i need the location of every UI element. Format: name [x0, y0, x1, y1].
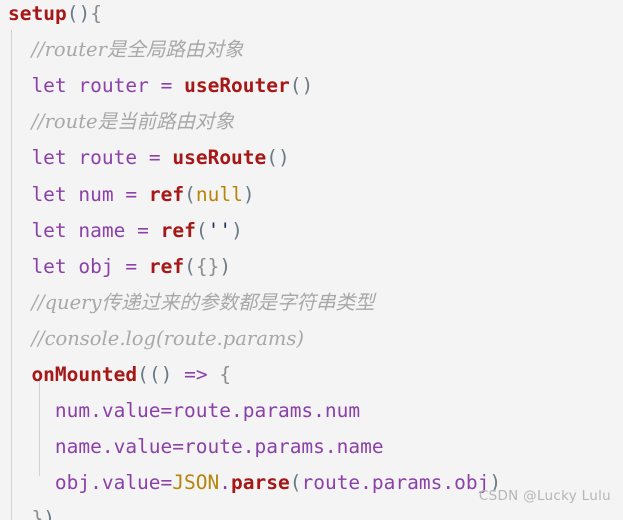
- token-ident: obj: [66, 254, 126, 278]
- token-op: =: [172, 435, 185, 459]
- token-paren: ): [43, 507, 55, 520]
- token-ident: [137, 255, 149, 278]
- token-ident: num: [66, 182, 126, 206]
- code-line: //query传递过来的参数都是字符串类型: [0, 285, 623, 321]
- code-line: let name = ref(''): [0, 213, 623, 249]
- token-paren: ): [78, 2, 91, 25]
- token-ident: route: [66, 146, 149, 170]
- code-line: //route是当前路由对象: [0, 104, 623, 140]
- token-ident: route.params.num: [172, 399, 361, 423]
- token-paren: ): [219, 254, 232, 278]
- token-brace: {: [219, 363, 232, 386]
- token-paren: (: [266, 146, 279, 170]
- token-paren: ): [489, 471, 502, 495]
- token-ident: route.params.obj: [301, 471, 490, 495]
- token-brace: {}: [195, 254, 220, 278]
- token-paren: ): [301, 74, 314, 98]
- indent-guide-level-2: [39, 372, 40, 476]
- token-ident: name.value: [54, 435, 173, 459]
- code-line: let obj = ref({}): [0, 249, 623, 285]
- token-ident: obj.value: [54, 471, 161, 495]
- code-line: }): [0, 501, 623, 520]
- code-line: obj.value=JSON.parse(route.params.obj): [0, 465, 623, 501]
- token-kw: let: [31, 146, 67, 170]
- token-ident: [137, 183, 149, 206]
- token-op: =: [160, 74, 173, 98]
- token-ident: [208, 363, 220, 386]
- token-op: =: [148, 146, 161, 170]
- code-line: setup(){: [0, 0, 623, 32]
- code-line: let num = ref(null): [0, 177, 623, 213]
- code-line: //console.log(route.params): [0, 321, 623, 357]
- token-ident: .: [219, 471, 232, 495]
- token-paren: ): [231, 218, 243, 242]
- token-paren: (: [184, 254, 196, 278]
- code-line: name.value=route.params.name: [0, 429, 623, 465]
- code-line: let route = useRoute(): [0, 140, 623, 176]
- code-line: //router是全局路由对象: [0, 32, 623, 68]
- token-paren: ): [160, 363, 173, 386]
- token-paren: (: [184, 182, 196, 206]
- token-op: =: [160, 399, 173, 423]
- token-comment: //console.log(route.params): [31, 326, 304, 350]
- token-paren: (: [148, 363, 161, 386]
- code-line-partial-cutoff: }): [0, 504, 623, 520]
- token-paren: (: [289, 74, 302, 98]
- token-paren: ): [242, 182, 255, 206]
- token-kw: let: [31, 218, 67, 242]
- token-ident: num.value: [54, 399, 161, 423]
- token-paren: (: [66, 2, 79, 25]
- token-op: =: [125, 254, 138, 278]
- token-fn: useRouter: [184, 74, 290, 98]
- token-ident: name: [66, 218, 138, 242]
- token-comment: //route是当前路由对象: [31, 110, 235, 134]
- token-kw: let: [31, 74, 67, 98]
- indent-guide-level-1: [11, 30, 12, 520]
- token-fn: setup: [8, 2, 67, 25]
- token-comment: //query传递过来的参数都是字符串类型: [31, 290, 375, 314]
- token-fn: parse: [231, 471, 290, 495]
- token-str: '': [207, 218, 232, 242]
- token-kw: let: [31, 182, 67, 206]
- token-paren: (: [289, 471, 302, 495]
- token-ident: [172, 74, 184, 97]
- token-brace: }: [31, 507, 44, 520]
- token-op: =: [137, 218, 149, 242]
- token-ident: [172, 363, 184, 386]
- code-line: num.value=route.params.num: [0, 393, 623, 429]
- token-ident: [149, 219, 161, 242]
- token-ident: route.params.name: [184, 435, 384, 459]
- token-fn: ref: [148, 254, 185, 278]
- token-paren: (: [195, 218, 208, 242]
- code-line: onMounted(() => {: [0, 357, 623, 393]
- token-kw: let: [31, 254, 67, 278]
- token-op: =>: [184, 363, 208, 386]
- token-paren: (: [137, 363, 149, 386]
- csdn-watermark: CSDN @Lucky Lulu: [478, 488, 611, 504]
- code-line: let router = useRouter(): [0, 68, 623, 104]
- token-op: =: [160, 471, 173, 495]
- token-ident: [161, 146, 173, 169]
- token-ident: router: [66, 74, 161, 98]
- token-fn: onMounted: [31, 363, 138, 386]
- token-paren: ): [278, 146, 290, 170]
- token-const: JSON: [172, 471, 220, 495]
- token-fn: useRoute: [172, 146, 267, 170]
- token-fn: ref: [148, 182, 185, 206]
- token-op: =: [125, 182, 138, 206]
- token-brace: {: [90, 2, 102, 25]
- token-fn: ref: [160, 218, 196, 242]
- token-comment: //router是全局路由对象: [31, 38, 244, 62]
- token-const: null: [195, 182, 243, 206]
